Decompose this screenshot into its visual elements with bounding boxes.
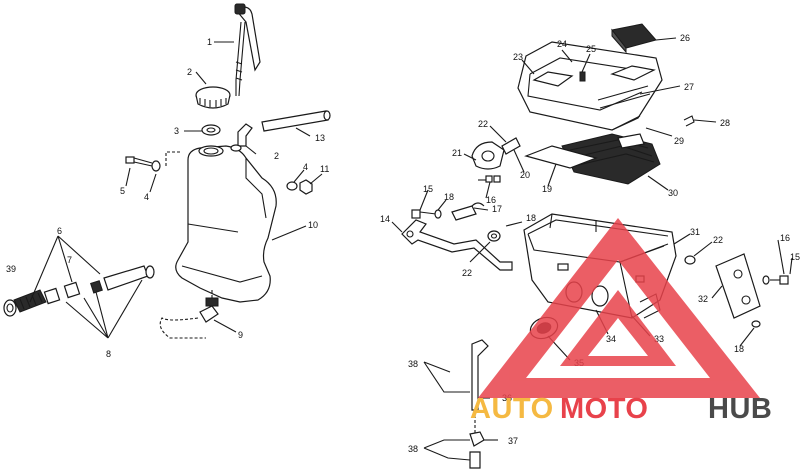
- part-10-fuel-tank: [175, 144, 277, 303]
- watermark-triangle: [478, 218, 760, 398]
- callout-16: 16: [486, 195, 496, 205]
- callout-27: 27: [684, 82, 694, 92]
- callout-24: 24: [557, 39, 567, 49]
- part-37-clamp: [469, 431, 485, 447]
- part-19-filter-plate: [524, 145, 598, 169]
- callout-39: 39: [6, 264, 16, 274]
- callout-7: 7: [67, 255, 72, 265]
- watermark-logo: [478, 218, 760, 398]
- part-38-drain-tube: [469, 339, 489, 469]
- part-17-clip: [471, 202, 485, 207]
- callout-8: 8: [106, 349, 111, 359]
- part-13-hose: [261, 110, 331, 132]
- part-24-airbox-cover: [517, 41, 663, 131]
- callout-22: 22: [713, 235, 723, 245]
- callout-23: 23: [513, 52, 523, 62]
- callout-1: 1: [207, 37, 212, 47]
- callout-32: 32: [698, 294, 708, 304]
- callout-6: 6: [57, 226, 62, 236]
- callout-21: 21: [452, 148, 462, 158]
- callout-28: 28: [720, 118, 730, 128]
- part-2-elbow-fitting: [237, 123, 253, 147]
- part-5-bolt: [125, 156, 153, 167]
- part-18-washer: [434, 209, 442, 219]
- watermark-hub: HUB: [708, 393, 772, 425]
- part-21-intake-elbow: [471, 137, 521, 170]
- callout-30: 30: [668, 188, 678, 198]
- callout-labels: 1 2 2 3 13 5 4 4 11 10 6 7 39 9 8 23 24 …: [6, 33, 800, 454]
- callout-18: 18: [526, 213, 536, 223]
- callout-26: 26: [680, 33, 690, 43]
- callout-16: 16: [780, 233, 790, 243]
- callout-5: 5: [120, 186, 125, 196]
- part-2-fuel-cap: [195, 86, 231, 109]
- watermark-text: AUTO MOTO HUB: [470, 393, 772, 425]
- callout-38: 38: [408, 444, 418, 454]
- callout-17: 17: [492, 204, 502, 214]
- callout-29: 29: [674, 136, 684, 146]
- callout-10: 10: [308, 220, 318, 230]
- callout-4: 4: [303, 162, 308, 172]
- part-16-bolt: [478, 175, 501, 183]
- part-39-fuel-line: [3, 289, 47, 317]
- part-15-bolt-right: [762, 275, 789, 285]
- callout-34: 34: [606, 334, 616, 344]
- part-7-clamp: [43, 265, 155, 305]
- part-32-side-plate: [715, 253, 761, 319]
- part-26-filter-foam: [611, 23, 657, 54]
- watermark-auto: AUTO: [470, 393, 554, 425]
- callout-11: 11: [320, 164, 329, 174]
- callout-4: 4: [144, 192, 149, 202]
- callout-15: 15: [790, 252, 800, 262]
- part-15-bolt: [411, 209, 437, 219]
- callout-38: 38: [408, 359, 418, 369]
- part-14-bracket: [401, 205, 513, 271]
- part-25-screw: [579, 71, 586, 82]
- part-28-clip: [683, 115, 695, 127]
- callout-2: 2: [274, 151, 279, 161]
- part-22-grommet: [487, 230, 696, 265]
- part-9-drain-fitting: [159, 290, 219, 339]
- callout-37: 37: [508, 436, 518, 446]
- callout-15: 15: [423, 184, 433, 194]
- callout-33: 33: [654, 334, 664, 344]
- part-18-washer-right: [751, 320, 761, 328]
- callout-13: 13: [315, 133, 325, 143]
- callout-2: 2: [187, 67, 192, 77]
- callout-18: 18: [444, 192, 454, 202]
- callout-19: 19: [542, 184, 552, 194]
- callout-22: 22: [478, 119, 488, 129]
- callout-18: 18: [734, 344, 744, 354]
- part-4-washer: [151, 160, 298, 191]
- watermark-moto: MOTO: [560, 393, 648, 425]
- part-1-vent-hose: [234, 3, 261, 97]
- callout-14: 14: [380, 214, 390, 224]
- part-30-air-filter: [561, 133, 661, 185]
- callout-9: 9: [238, 330, 243, 340]
- callout-22: 22: [462, 268, 472, 278]
- callout-31: 31: [690, 227, 700, 237]
- callout-3: 3: [174, 126, 179, 136]
- part-11-nut: [299, 179, 313, 195]
- part-3-gasket: [201, 124, 221, 136]
- callout-20: 20: [520, 170, 530, 180]
- callout-25: 25: [586, 44, 596, 54]
